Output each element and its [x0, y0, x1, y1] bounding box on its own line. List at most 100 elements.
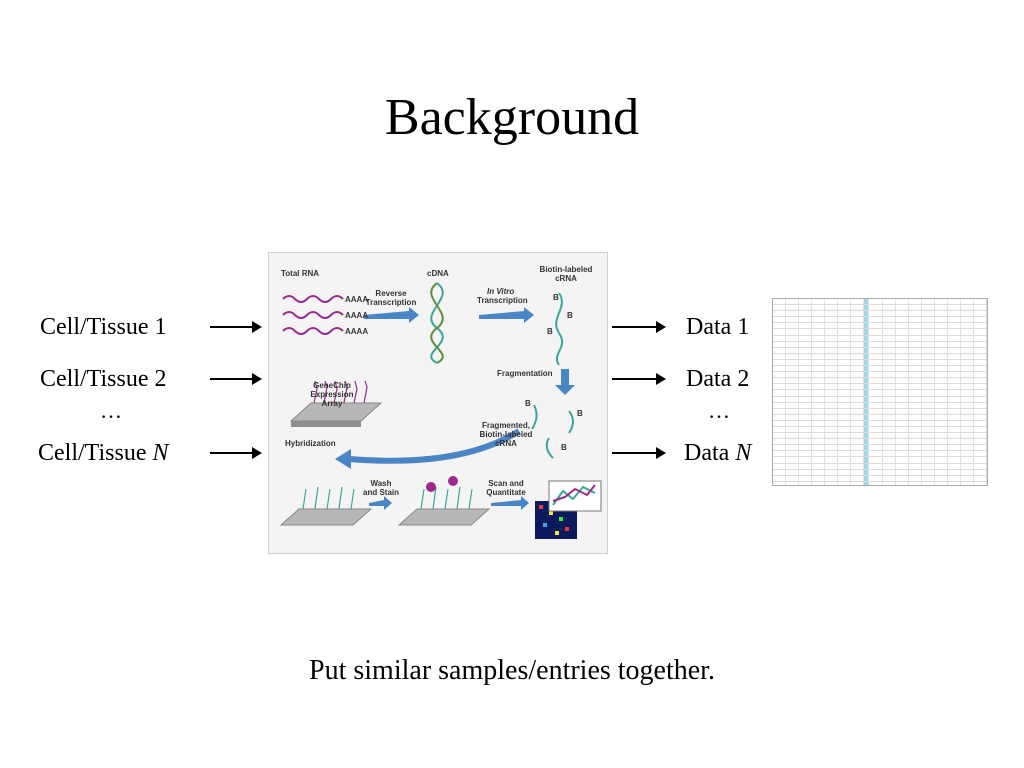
- table-cell: [869, 475, 883, 481]
- table-cell: [786, 414, 800, 420]
- table-cell: [864, 402, 870, 408]
- table-cell: [799, 353, 813, 359]
- table-cell: [974, 408, 987, 414]
- table-cell: [922, 457, 935, 463]
- table-cell: [773, 305, 787, 311]
- table-cell: [883, 384, 896, 390]
- table-cell: [961, 408, 974, 414]
- arrow-right-2: [612, 373, 666, 385]
- table-cell: [961, 402, 974, 408]
- table-cell: [786, 341, 800, 347]
- table-cell: [864, 359, 870, 366]
- table-cell: [864, 366, 870, 372]
- arrow-reverse-transcription: [364, 307, 419, 323]
- table-cell: [786, 366, 800, 372]
- table-cell: [922, 329, 935, 335]
- chip-probe: [326, 488, 331, 510]
- label-aaaa-2: AAAA: [345, 311, 369, 320]
- table-cell: [825, 451, 839, 457]
- table-cell: [786, 481, 800, 485]
- table-cell: [935, 359, 948, 366]
- table-cell: [896, 378, 909, 384]
- table-row: [773, 439, 987, 446]
- table-cell: [948, 347, 961, 353]
- table-cell: [974, 463, 987, 469]
- table-cell: [909, 408, 922, 414]
- table-cell: [869, 396, 883, 402]
- arrow-left-2: [210, 373, 262, 385]
- table-cell: [922, 341, 935, 347]
- table-cell: [922, 359, 935, 366]
- table-cell: [935, 317, 948, 323]
- table-cell: [864, 353, 870, 359]
- table-cell: [799, 311, 813, 317]
- table-cell: [948, 408, 961, 414]
- chip-probes: [302, 486, 473, 510]
- table-row: [773, 353, 987, 360]
- genechip-probe: [343, 380, 348, 404]
- table-cell: [948, 299, 961, 305]
- table-cell: [948, 426, 961, 433]
- table-cell: [974, 414, 987, 420]
- table-cell: [922, 408, 935, 414]
- table-cell: [825, 463, 839, 469]
- table-cell: [922, 414, 935, 420]
- left-label-suffix: 1: [154, 314, 167, 340]
- table-cell: [896, 408, 909, 414]
- table-cell: [922, 451, 935, 457]
- table-cell: [838, 402, 852, 408]
- table-cell: [896, 311, 909, 317]
- table-cell: [773, 353, 787, 359]
- table-cell: [799, 317, 813, 323]
- table-cell: [922, 420, 935, 426]
- table-cell: [961, 426, 974, 433]
- right-label-prefix: Data: [686, 314, 738, 340]
- table-cell: [825, 384, 839, 390]
- table-cell: [935, 439, 948, 445]
- table-cell: [922, 402, 935, 408]
- table-cell: [961, 420, 974, 426]
- table-cell: [851, 335, 865, 341]
- table-cell: [948, 323, 961, 329]
- table-cell: [961, 353, 974, 359]
- table-cell: [869, 402, 883, 408]
- table-cell: [851, 396, 865, 402]
- table-cell: [961, 463, 974, 469]
- table-row: [773, 390, 987, 397]
- table-cell: [909, 329, 922, 335]
- table-cell: [773, 396, 787, 402]
- table-cell: [883, 359, 896, 366]
- table-cell: [812, 463, 826, 469]
- table-cell: [851, 359, 865, 366]
- table-cell: [851, 347, 865, 353]
- table-cell: [799, 420, 813, 426]
- table-cell: [935, 341, 948, 347]
- table-cell: [974, 384, 987, 390]
- left-label-suffix: N: [152, 440, 169, 466]
- table-cell: [948, 311, 961, 317]
- table-cell: [974, 335, 987, 341]
- table-cell: [974, 341, 987, 347]
- genechip-probe: [333, 380, 338, 404]
- arrow-right-1: [612, 321, 666, 333]
- table-cell: [883, 457, 896, 463]
- table-cell: [773, 475, 787, 481]
- table-row: [773, 335, 987, 342]
- table-cell: [896, 305, 909, 311]
- table-cell: [883, 366, 896, 372]
- scan-spot: [565, 527, 569, 531]
- table-cell: [825, 372, 839, 378]
- label-b-6: B: [561, 443, 567, 452]
- table-row: [773, 329, 987, 336]
- table-cell: [825, 408, 839, 414]
- biotin-badge: [426, 482, 436, 492]
- table-cell: [838, 414, 852, 420]
- table-cell: [896, 299, 909, 305]
- table-cell: [922, 366, 935, 372]
- table-cell: [838, 469, 852, 475]
- table-row: [773, 475, 987, 482]
- table-cell: [825, 426, 839, 433]
- table-cell: [896, 457, 909, 463]
- table-cell: [896, 390, 909, 396]
- crna-strand: [555, 292, 564, 366]
